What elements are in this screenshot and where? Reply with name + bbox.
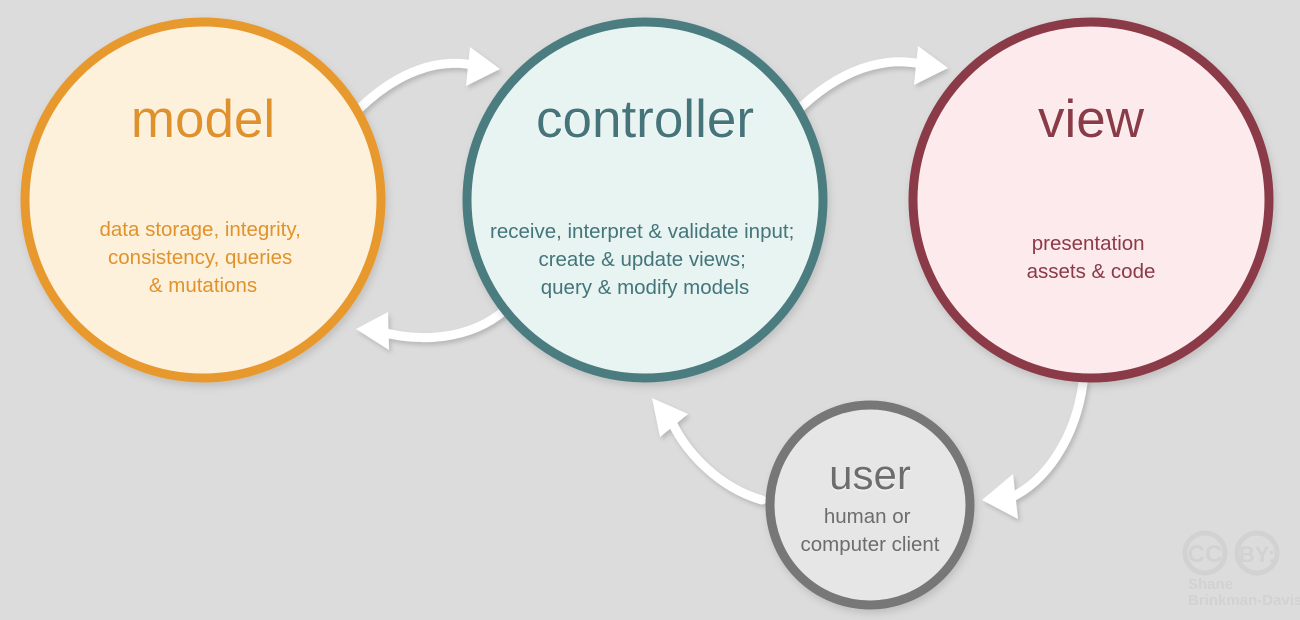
by-icon: BY: (1234, 530, 1280, 576)
user-description: human or computer client (800, 505, 939, 556)
model-circle[interactable] (20, 17, 386, 383)
user-desc-line-1: human or (824, 505, 911, 528)
node-user[interactable]: user human or computer client (765, 400, 975, 610)
model-desc-line-1: data storage, integrity, (99, 218, 300, 241)
user-circle[interactable] (765, 400, 975, 610)
arrow-view-to-user (982, 378, 1088, 519)
model-description: data storage, integrity, consistency, qu… (99, 218, 306, 297)
cc-icon: CC (1182, 530, 1228, 576)
model-desc-line-2: consistency, queries (108, 246, 292, 269)
controller-desc-line-2: create & update views; (538, 248, 745, 271)
controller-desc-line-3: query & modify models (541, 276, 750, 299)
arrow-controller-to-view (790, 46, 948, 118)
attribution-name-line-2: Brinkman-Davis (1188, 592, 1300, 609)
view-description: presentation assets & code (1027, 232, 1156, 283)
arrow-layer (345, 46, 1088, 519)
view-desc-line-2: assets & code (1027, 260, 1156, 283)
view-circle[interactable] (908, 17, 1274, 383)
user-title: user (829, 451, 911, 498)
controller-description: receive, interpret & validate input; cre… (490, 220, 800, 299)
model-title: model (131, 90, 275, 149)
arrow-model-to-controller (345, 47, 500, 123)
attribution-badge[interactable]: CC BY: Shane Brinkman-Davis (1182, 530, 1300, 609)
attribution-name-line-1: Shane (1188, 576, 1233, 593)
view-desc-line-1: presentation (1032, 232, 1145, 255)
node-controller[interactable]: controller receive, interpret & validate… (462, 17, 828, 383)
node-view[interactable]: view presentation assets & code (908, 17, 1274, 383)
by-icon-label: BY: (1239, 542, 1275, 567)
node-model[interactable]: model data storage, integrity, consisten… (20, 17, 386, 383)
user-desc-line-2: computer client (800, 533, 939, 556)
controller-title: controller (536, 90, 754, 149)
arrow-user-to-controller (652, 398, 767, 505)
controller-circle[interactable] (462, 17, 828, 383)
arrow-controller-to-model (356, 305, 510, 350)
view-title: view (1038, 90, 1145, 149)
cc-icon-label: CC (1188, 541, 1223, 568)
controller-desc-line-1: receive, interpret & validate input; (490, 220, 794, 243)
model-desc-line-3: & mutations (149, 274, 257, 297)
